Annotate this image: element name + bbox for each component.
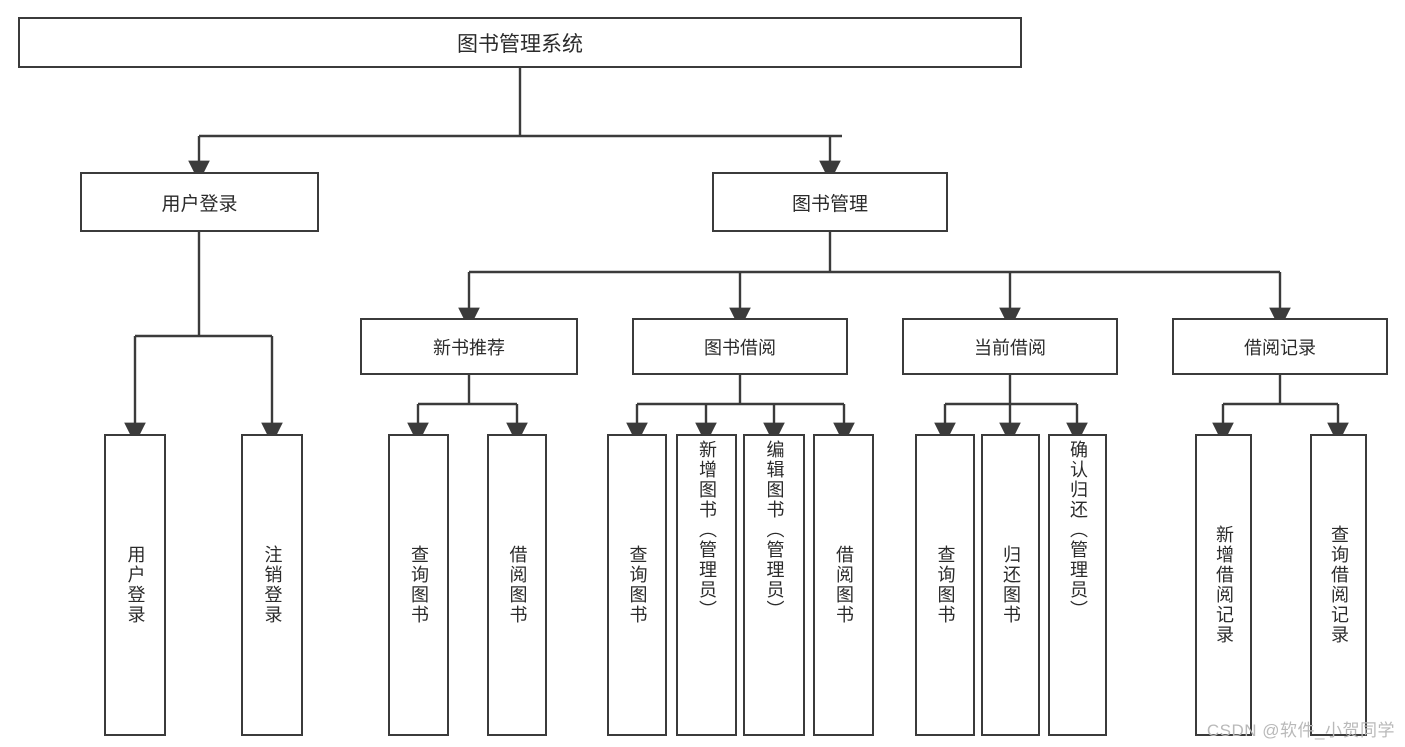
node-label: 确认归还（管理员） — [1067, 440, 1088, 620]
node-book-management[interactable]: 图书管理 — [712, 172, 948, 232]
leaf-record-query-record[interactable]: 查询借阅记录 — [1310, 434, 1367, 736]
node-borrow-record[interactable]: 借阅记录 — [1172, 318, 1388, 375]
node-label: 图书管理系统 — [457, 32, 583, 56]
leaf-borrow-borrow-book[interactable]: 借阅图书 — [813, 434, 874, 736]
node-label: 查询图书 — [935, 545, 956, 625]
node-label: 查询图书 — [627, 545, 648, 625]
node-label: 新增借阅记录 — [1213, 525, 1234, 645]
leaf-new-book-borrow[interactable]: 借阅图书 — [487, 434, 547, 736]
node-user-login[interactable]: 用户登录 — [80, 172, 319, 232]
leaf-current-query-book[interactable]: 查询图书 — [915, 434, 975, 736]
node-label: 借阅图书 — [507, 545, 528, 625]
node-label: 归还图书 — [1000, 545, 1021, 625]
node-label: 图书借阅 — [704, 337, 776, 358]
leaf-current-confirm-return-admin[interactable]: 确认归还（管理员） — [1048, 434, 1107, 736]
leaf-record-add-record[interactable]: 新增借阅记录 — [1195, 434, 1252, 736]
node-book-borrow[interactable]: 图书借阅 — [632, 318, 848, 375]
watermark: CSDN @软件_小贺同学 — [1206, 721, 1395, 740]
node-label: 借阅记录 — [1244, 337, 1316, 358]
leaf-borrow-query-book[interactable]: 查询图书 — [607, 434, 667, 736]
node-new-book-recommend[interactable]: 新书推荐 — [360, 318, 578, 375]
node-label: 新书推荐 — [433, 337, 505, 358]
leaf-user-login-login[interactable]: 用户登录 — [104, 434, 166, 736]
leaf-borrow-add-book-admin[interactable]: 新增图书（管理员） — [676, 434, 737, 736]
node-label: 用户登录 — [125, 545, 146, 625]
node-label: 查询借阅记录 — [1328, 525, 1349, 645]
node-current-borrow[interactable]: 当前借阅 — [902, 318, 1118, 375]
leaf-user-login-logout[interactable]: 注销登录 — [241, 434, 303, 736]
leaf-current-return-book[interactable]: 归还图书 — [981, 434, 1040, 736]
leaf-borrow-edit-book-admin[interactable]: 编辑图书（管理员） — [743, 434, 805, 736]
node-label: 借阅图书 — [833, 545, 854, 625]
node-label: 编辑图书（管理员） — [764, 440, 785, 620]
node-label: 注销登录 — [262, 545, 283, 625]
node-label: 图书管理 — [791, 193, 868, 215]
node-root-system[interactable]: 图书管理系统 — [18, 17, 1022, 68]
node-label: 当前借阅 — [974, 337, 1046, 358]
node-label: 用户登录 — [161, 193, 238, 215]
node-label: 查询图书 — [408, 545, 429, 625]
leaf-new-book-query[interactable]: 查询图书 — [388, 434, 449, 736]
node-label: 新增图书（管理员） — [696, 440, 717, 620]
